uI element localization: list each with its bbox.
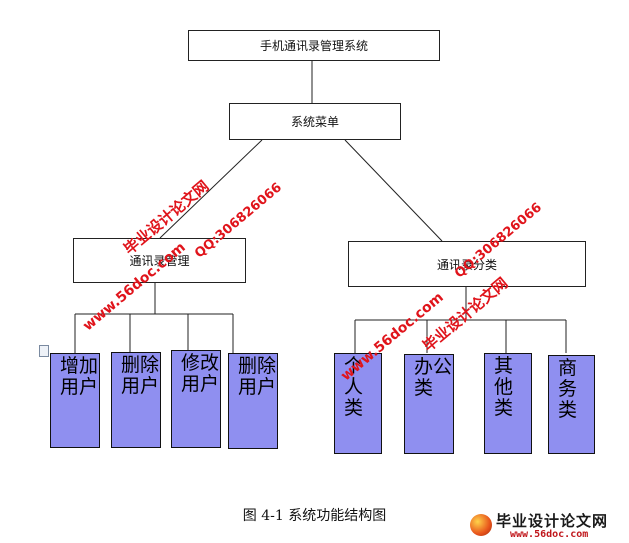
menu-node-label: 系统菜单 [290, 115, 339, 129]
leaf-node-label: 增加用户 [60, 355, 99, 398]
leaf-node-personal: 个人类 [334, 353, 382, 454]
figure-caption: 图 4-1 系统功能结构图 [242, 508, 387, 524]
leaf-node-label: 删除用户 [121, 354, 160, 397]
root-node: 手机通讯录管理系统 [188, 30, 440, 61]
menu-node: 系统菜单 [229, 103, 401, 140]
leaf-node-delete-user-2: 删除用户 [228, 353, 278, 449]
root-node-label: 手机通讯录管理系统 [259, 39, 368, 53]
site-logo: 毕业设计论文网 www.56doc.com [470, 508, 626, 542]
leaf-node-label: 商务类 [558, 357, 578, 421]
leaf-node-add-user: 增加用户 [50, 353, 100, 448]
leaf-node-delete-user: 删除用户 [111, 352, 161, 448]
leaf-node-business: 商务类 [548, 355, 595, 454]
leaf-node-label: 个人类 [344, 355, 364, 419]
line-menu-left [159, 139, 263, 239]
logo-name: 毕业设计论文网 [496, 512, 609, 530]
leaf-node-label: 修改用户 [181, 352, 220, 395]
line-menu-right [344, 139, 443, 242]
branch-node-manage-label: 通讯录管理 [129, 254, 190, 268]
branch-node-category: 通讯录分类 [348, 241, 586, 287]
logo-url: www.56doc.com [510, 529, 589, 540]
leaf-node-office: 办公类 [404, 354, 454, 454]
leaf-node-other: 其他类 [484, 353, 532, 454]
branch-node-category-label: 通讯录分类 [436, 257, 497, 272]
leaf-node-label: 其他类 [494, 355, 514, 419]
leaf-node-label: 办公类 [414, 356, 453, 399]
leaf-node-label: 删除用户 [238, 355, 277, 398]
leaf-node-edit-user: 修改用户 [171, 350, 221, 448]
branch-node-manage: 通讯录管理 [73, 238, 246, 283]
document-icon [39, 345, 49, 357]
logo-globe-icon [470, 514, 492, 536]
